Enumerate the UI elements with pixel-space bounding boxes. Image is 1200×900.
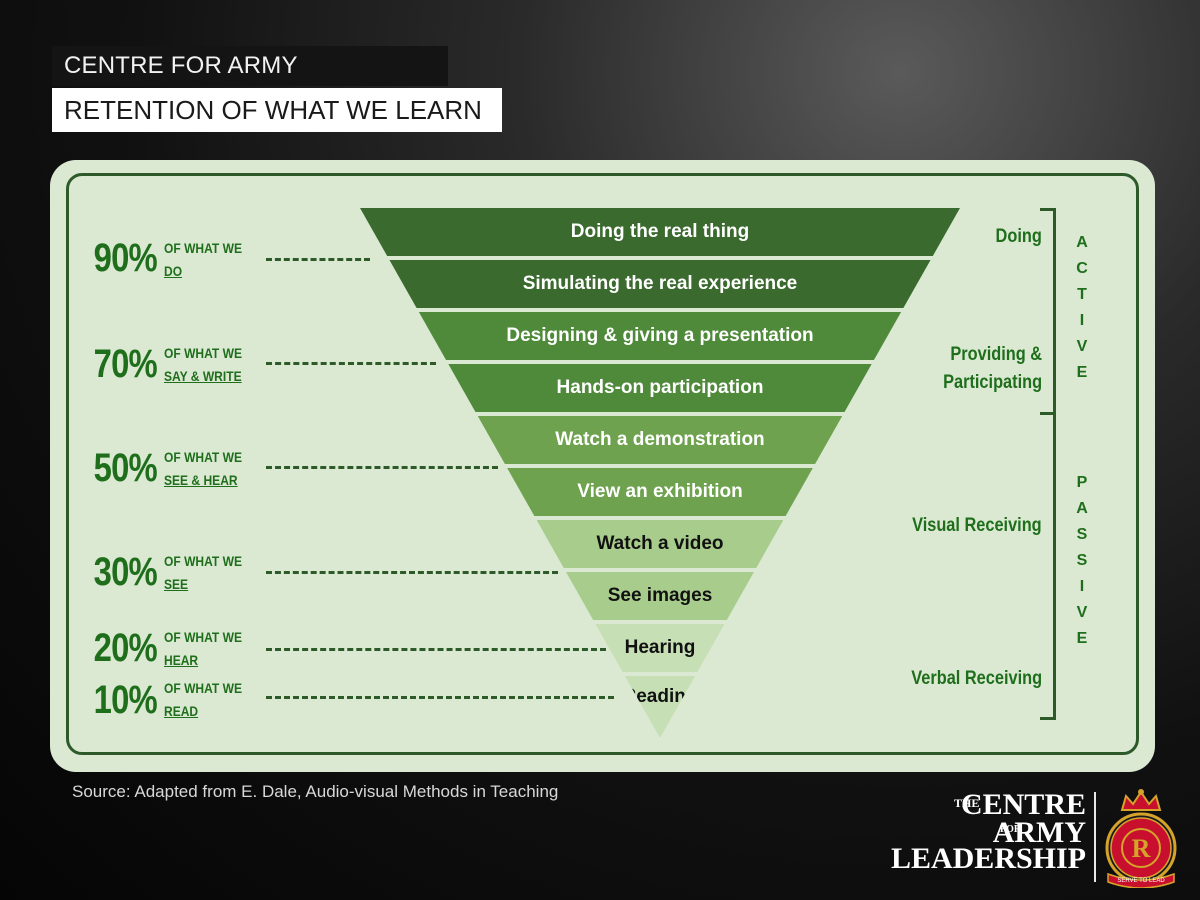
group-letter: V: [1076, 338, 1088, 355]
dashed-connector: [266, 571, 558, 574]
cone-band: Watch a video: [536, 520, 784, 568]
crest-motto: SERVE TO LEAD: [1117, 878, 1165, 884]
retention-activity: SEE: [164, 576, 189, 592]
cone-band-label: Reading: [622, 686, 698, 707]
diagram-frame: [66, 173, 1139, 755]
percent-label: 10%: [93, 678, 158, 722]
group-letter: I: [1079, 578, 1085, 595]
logo-centre: CENTRE: [960, 788, 1086, 821]
logo-divider: [1094, 792, 1096, 882]
retention-caption: OF WHAT WE HEAR: [164, 629, 242, 669]
cone-band: Designing & giving a presentation: [418, 312, 902, 360]
retention-caption: OF WHAT WE DO: [164, 240, 242, 280]
logo-army: ARMY: [992, 816, 1086, 849]
cone-band-label: Simulating the real experience: [522, 273, 798, 294]
retention-prefix: OF WHAT WE: [164, 449, 243, 465]
percent-label: 50%: [93, 446, 158, 490]
group-letter: V: [1076, 604, 1088, 621]
retention-caption: OF WHAT WE SAY & WRITE: [164, 345, 242, 385]
group-letter: C: [1076, 260, 1088, 277]
category-visual-receiving: Visual Receiving: [912, 515, 1042, 536]
cone-band: View an exhibition: [507, 468, 813, 516]
retention-caption: OF WHAT WE READ: [164, 680, 242, 720]
retention-caption: OF WHAT WE SEE: [164, 553, 242, 593]
cone-band-label: Designing & giving a presentation: [506, 325, 814, 346]
cone-band: See images: [566, 572, 754, 620]
page-title: RETENTION OF WHAT WE LEARN: [52, 88, 502, 132]
category-providing-participating: Providing & Participating: [943, 344, 1042, 393]
cone-band-label: Watch a video: [596, 533, 724, 554]
percent-label: 20%: [93, 626, 158, 670]
group-letter: A: [1076, 500, 1088, 517]
cone-band: Simulating the real experience: [389, 260, 931, 308]
dashed-connector: [266, 258, 370, 261]
cone-band: Watch a demonstration: [477, 416, 843, 464]
active-bracket: [1040, 208, 1056, 415]
group-letter: T: [1077, 286, 1087, 303]
cone-band-label: Watch a demonstration: [555, 429, 765, 450]
percent-label: 90%: [93, 236, 158, 280]
cone-band-label: Hearing: [624, 637, 696, 658]
retention-activity: READ: [164, 703, 199, 719]
dashed-connector: [266, 362, 436, 365]
dashed-connector: [266, 648, 606, 651]
retention-prefix: OF WHAT WE: [164, 345, 243, 361]
source-note: Source: Adapted from E. Dale, Audio-visu…: [72, 782, 559, 801]
passive-bracket: [1040, 415, 1056, 720]
group-letter: S: [1076, 526, 1088, 543]
cal-logo: THE CENTRE FOR ARMY LEADERSHIP R SERVE T…: [891, 788, 1188, 888]
cone-band-label: See images: [607, 585, 713, 606]
retention-caption: OF WHAT WE SEE & HEAR: [164, 449, 242, 489]
cone-band-label: Doing the real thing: [570, 221, 750, 242]
header-org: CENTRE FOR ARMY LEADERSHIP: [52, 46, 448, 119]
logo-for: FOR: [1000, 824, 1022, 835]
group-letter: E: [1076, 364, 1088, 381]
retention-activity: HEAR: [164, 652, 199, 668]
cone-band-label: Hands-on participation: [556, 377, 764, 398]
cone-band: Hands-on participation: [448, 364, 872, 412]
group-letter: I: [1079, 312, 1085, 329]
crest-icon: R SERVE TO LEAD: [1105, 789, 1177, 888]
retention-activity: DO: [164, 263, 183, 279]
percent-label: 30%: [93, 550, 158, 594]
dashed-connector: [266, 696, 614, 699]
group-letter: P: [1076, 474, 1088, 491]
logo-leadership: LEADERSHIP: [890, 842, 1086, 875]
retention-activity: SEE & HEAR: [164, 472, 238, 488]
cone-band: Doing the real thing: [360, 208, 960, 256]
retention-activity: SAY & WRITE: [164, 368, 242, 384]
group-letter: E: [1076, 630, 1088, 647]
retention-prefix: OF WHAT WE: [164, 680, 243, 696]
retention-prefix: OF WHAT WE: [164, 629, 243, 645]
category-doing: Doing: [995, 226, 1042, 247]
logo-the: THE: [954, 796, 980, 810]
retention-prefix: OF WHAT WE: [164, 553, 243, 569]
group-letter: S: [1076, 552, 1088, 569]
category-verbal-receiving: Verbal Receiving: [911, 668, 1042, 689]
group-letter: A: [1076, 234, 1088, 251]
cone-band-label: View an exhibition: [577, 481, 743, 502]
retention-prefix: OF WHAT WE: [164, 240, 243, 256]
percent-label: 70%: [93, 342, 158, 386]
dashed-connector: [266, 466, 498, 469]
crest-letter: R: [1132, 834, 1151, 863]
